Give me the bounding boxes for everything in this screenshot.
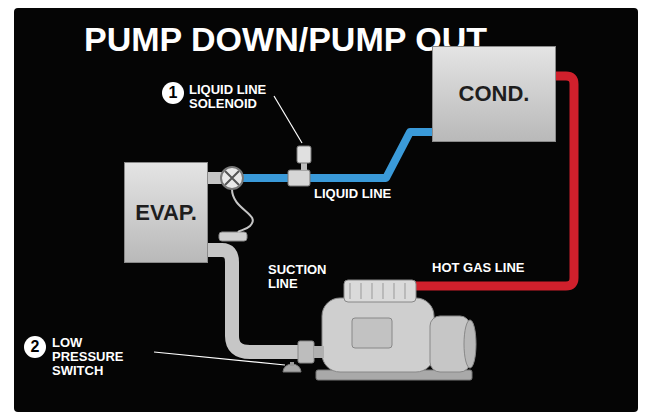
evap-outlet-stub (208, 172, 222, 184)
solenoid-coil (297, 146, 311, 163)
pipe-label: SUCTION LINE (268, 263, 338, 291)
capillary-tube (232, 189, 253, 232)
pipe-label: HOT GAS LINE (432, 261, 552, 275)
condenser-box: COND. (432, 46, 556, 142)
node-label: COND. (459, 81, 530, 107)
part-label: LOW PRESSURE SWITCH (52, 336, 152, 378)
solenoid-body (288, 170, 310, 186)
title: PUMP DOWN/PUMP OUT (84, 20, 487, 58)
node-label: EVAP. (135, 200, 197, 226)
switch-stem (290, 362, 294, 366)
callout-number: 1 (162, 82, 184, 104)
leader-line (274, 96, 302, 143)
sensing-bulb (219, 232, 247, 241)
part-label: LIQUID LINE SOLENOID (189, 83, 281, 111)
leader-line (154, 352, 285, 365)
expansion-valve (221, 167, 243, 189)
callout-number: 2 (24, 336, 46, 358)
valve-cross (225, 171, 239, 185)
pipe-label: LIQUID LINE (314, 187, 391, 201)
evaporator-box: EVAP. (124, 162, 208, 263)
compressor (298, 280, 476, 380)
